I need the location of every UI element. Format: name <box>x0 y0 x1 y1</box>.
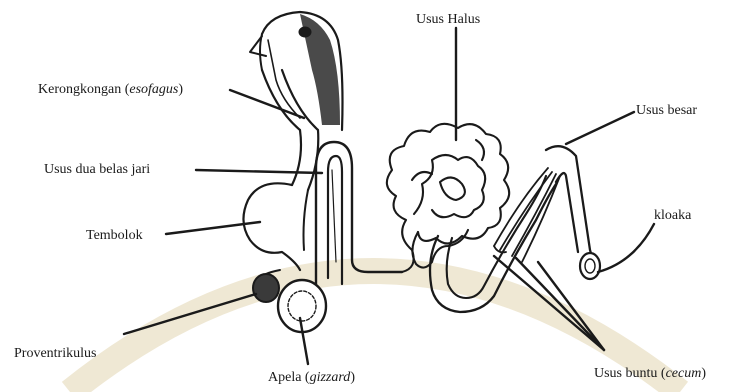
label-usus-besar: Usus besar <box>636 103 697 119</box>
label-usus-dua-belas-jari: Usus dua belas jari <box>44 162 150 178</box>
proventriculus <box>253 274 279 302</box>
label-proventrikulus: Proventrikulus <box>14 346 96 362</box>
label-apela: Apela (gizzard) <box>268 370 355 386</box>
label-usus-halus: Usus Halus <box>416 12 480 28</box>
label-usus-buntu: Usus buntu (cecum) <box>594 366 706 382</box>
crop-tembolok <box>243 183 300 270</box>
label-kloaka: kloaka <box>654 208 691 224</box>
ceca-usus-buntu <box>494 168 560 262</box>
label-esofagus: Kerongkongan (esofagus) <box>38 82 183 98</box>
label-tembolok: Tembolok <box>86 228 143 244</box>
watermark-arc <box>70 271 680 392</box>
bird-head <box>250 12 343 130</box>
cloaca <box>580 253 600 279</box>
large-intestine <box>546 146 592 268</box>
